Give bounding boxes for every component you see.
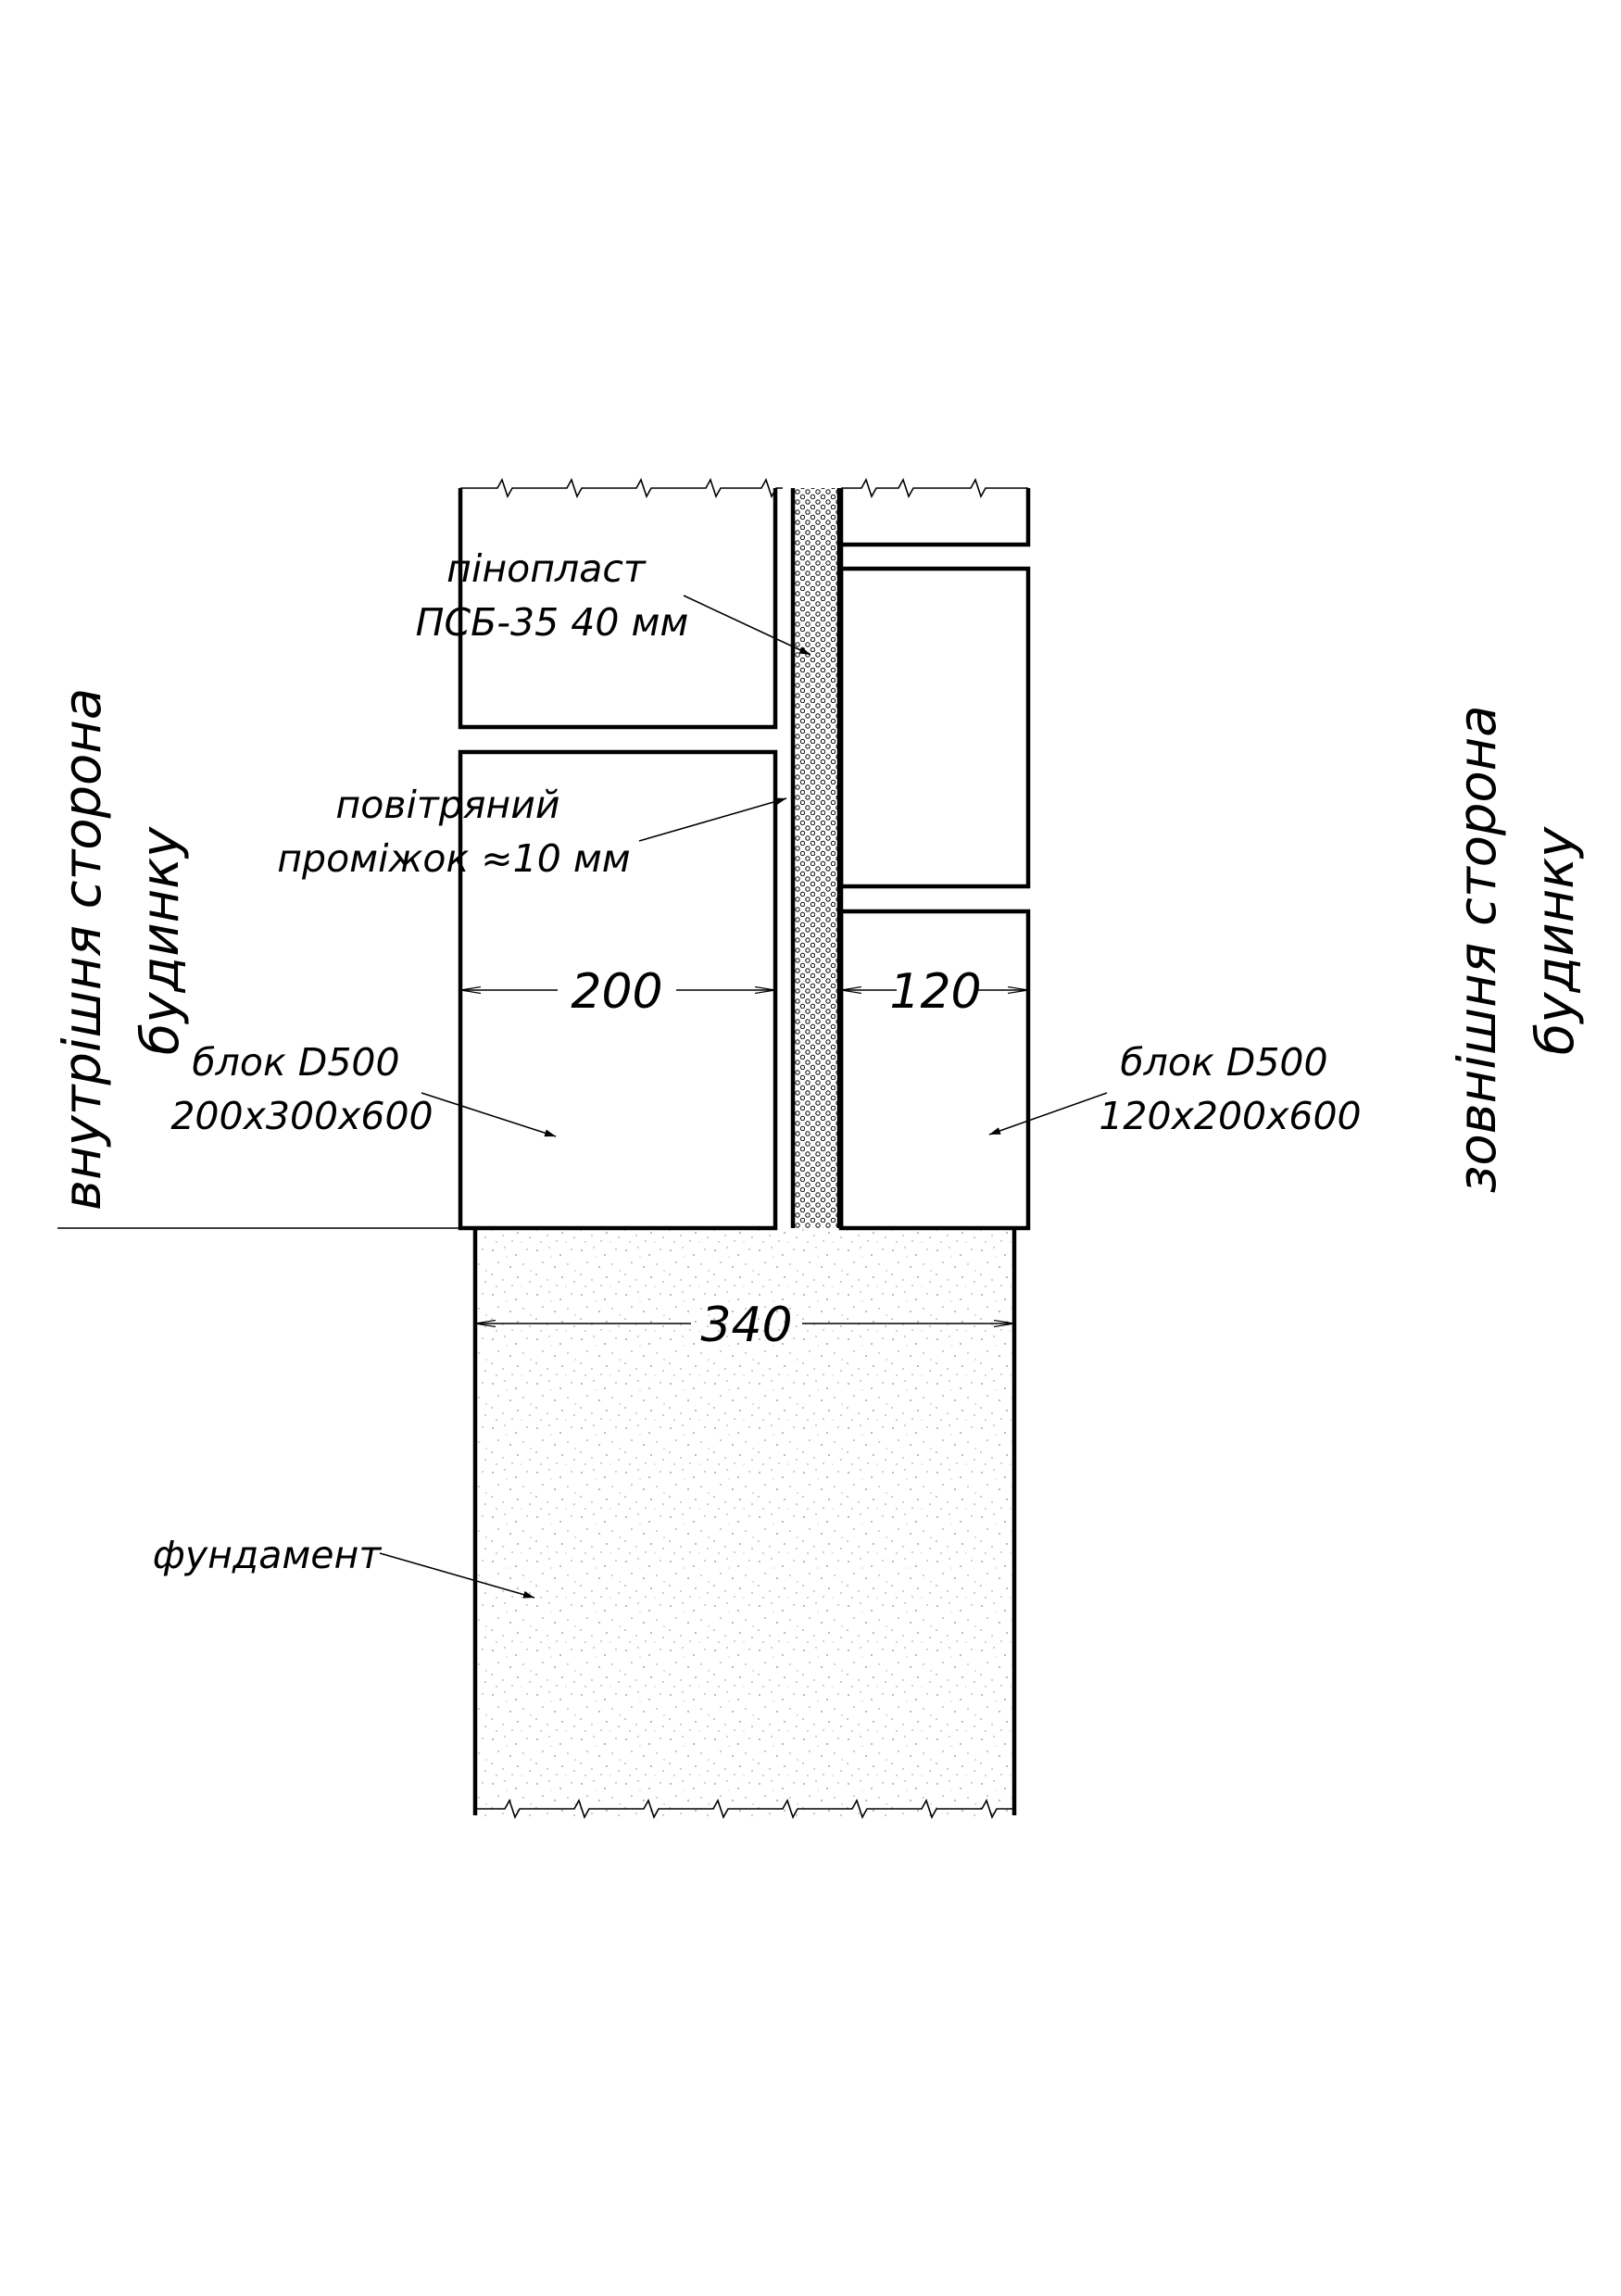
outer-side-label-line2: будинку bbox=[1526, 826, 1586, 1055]
inner-block-label-line1: блок D500 bbox=[192, 1040, 399, 1085]
inner-side-label-line2: будинку bbox=[131, 826, 191, 1055]
air-gap-label-line1: повітряний bbox=[335, 783, 559, 827]
dimension-340-value: 340 bbox=[700, 1298, 792, 1353]
inner-side-label-line1: внутрішня сторона bbox=[53, 688, 113, 1211]
foundation bbox=[472, 1228, 1017, 1819]
foam-label: пінопласт ПСБ-35 40 мм bbox=[416, 546, 689, 645]
outer-side-label: зовнішня сторона будинку bbox=[1448, 689, 1586, 1194]
outer-wall bbox=[838, 488, 1031, 1231]
break-line-bottom bbox=[475, 1799, 1014, 1819]
foundation-label: фундамент bbox=[153, 1533, 383, 1577]
outer-block-label: блок D500 120x200x600 bbox=[1099, 1040, 1361, 1138]
foam-label-line1: пінопласт bbox=[446, 546, 647, 591]
dimension-120-value: 120 bbox=[889, 964, 981, 1020]
outer-side-label-line1: зовнішня сторона bbox=[1448, 705, 1508, 1193]
outer-block-label-line2: 120x200x600 bbox=[1099, 1094, 1361, 1138]
leader-lines bbox=[379, 595, 1108, 1599]
break-line-top bbox=[460, 478, 1028, 498]
foam-label-line2: ПСБ-35 40 мм bbox=[416, 600, 689, 645]
dimension-200-value: 200 bbox=[571, 964, 662, 1020]
inner-block-label: блок D500 200x300x600 bbox=[170, 1040, 433, 1138]
foam-insulation bbox=[790, 488, 842, 1228]
inner-side-label: внутрішня сторона будинку bbox=[53, 671, 191, 1211]
air-gap-label-line2: проміжок ≈10 мм bbox=[277, 836, 630, 881]
air-gap-label: повітряний проміжок ≈10 мм bbox=[277, 783, 630, 881]
inner-block-label-line2: 200x300x600 bbox=[170, 1094, 433, 1138]
outer-block-label-line1: блок D500 bbox=[1120, 1040, 1327, 1085]
